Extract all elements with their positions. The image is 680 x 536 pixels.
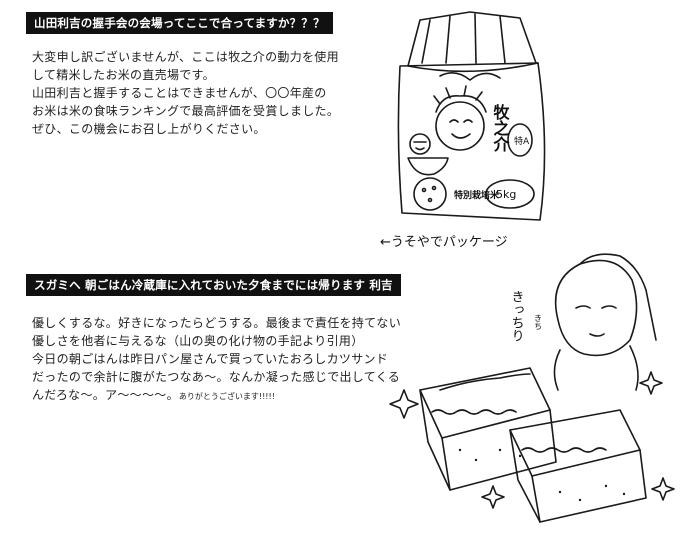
sfx-kichi: きち bbox=[534, 314, 543, 330]
answer-1-line: 山田利吉と握手することはできませんが、〇〇年産の bbox=[32, 86, 327, 100]
answer-2-line: んだろな〜。ア〜〜〜〜。ありがとうございます!!!!! bbox=[32, 386, 401, 406]
bag-brand-label: 牧之介 bbox=[491, 103, 511, 152]
katsu-sando-illustration: きっちり きち bbox=[389, 253, 675, 523]
bag-weight-label: 5kg bbox=[496, 188, 516, 201]
bag-badge-label: 特A bbox=[514, 135, 530, 147]
answer-1-line: 大変申し訳ございませんが、ここは牧之介の動力を使用 bbox=[32, 50, 339, 64]
question-2-title: スガミヘ 朝ごはん冷蔵庫に入れておいた夕食までには帰ります 利吉 bbox=[26, 274, 401, 296]
answer-1-line: お米は米の食味ランキングで最高評価を受賞しました。 bbox=[32, 104, 340, 118]
thanks-note: ありがとうございます!!!!! bbox=[178, 392, 275, 401]
question-1-title: 山田利吉の握手会の会場ってここで合ってますか？？？ bbox=[26, 12, 333, 34]
answer-1-line: して精米したお米の直売場です。 bbox=[32, 68, 215, 82]
answer-2-last-line: んだろな〜。ア〜〜〜〜。 bbox=[32, 388, 179, 402]
answer-1-line: ぜひ、この機会にお召し上がりください。 bbox=[32, 122, 266, 136]
package-caption: ←うそやでパッケージ bbox=[380, 235, 508, 250]
rice-bag-illustration: 牧之介 特A 特別栽培米 5kg ←うそやでパッケージ bbox=[380, 11, 546, 250]
answer-2-line: 優しさを他者に与えるな（山の奥の化け物の手記より引用） bbox=[32, 334, 364, 348]
answer-2-line: だったので余計に腹がたつなあ〜。なんか凝った感じで出してくる bbox=[32, 370, 401, 384]
answer-2-line: 今日の朝ごはんは昨日パン屋さんで買っていたおろしカツサンド bbox=[32, 352, 389, 366]
bag-rice-label: 特別栽培米 bbox=[454, 189, 500, 201]
answer-2-line: 優しくするな。好きになったらどうする。最後まで責任を持てない bbox=[32, 316, 402, 330]
sfx-kicchiri: きっちり bbox=[509, 290, 524, 342]
answer-1-text: 大変申し訳ございませんが、ここは牧之介の動力を使用 して精米したお米の直売場です… bbox=[32, 48, 339, 138]
answer-2-text: 優しくするな。好きになったらどうする。最後まで責任を持てない 優しさを他者に与え… bbox=[32, 314, 401, 406]
